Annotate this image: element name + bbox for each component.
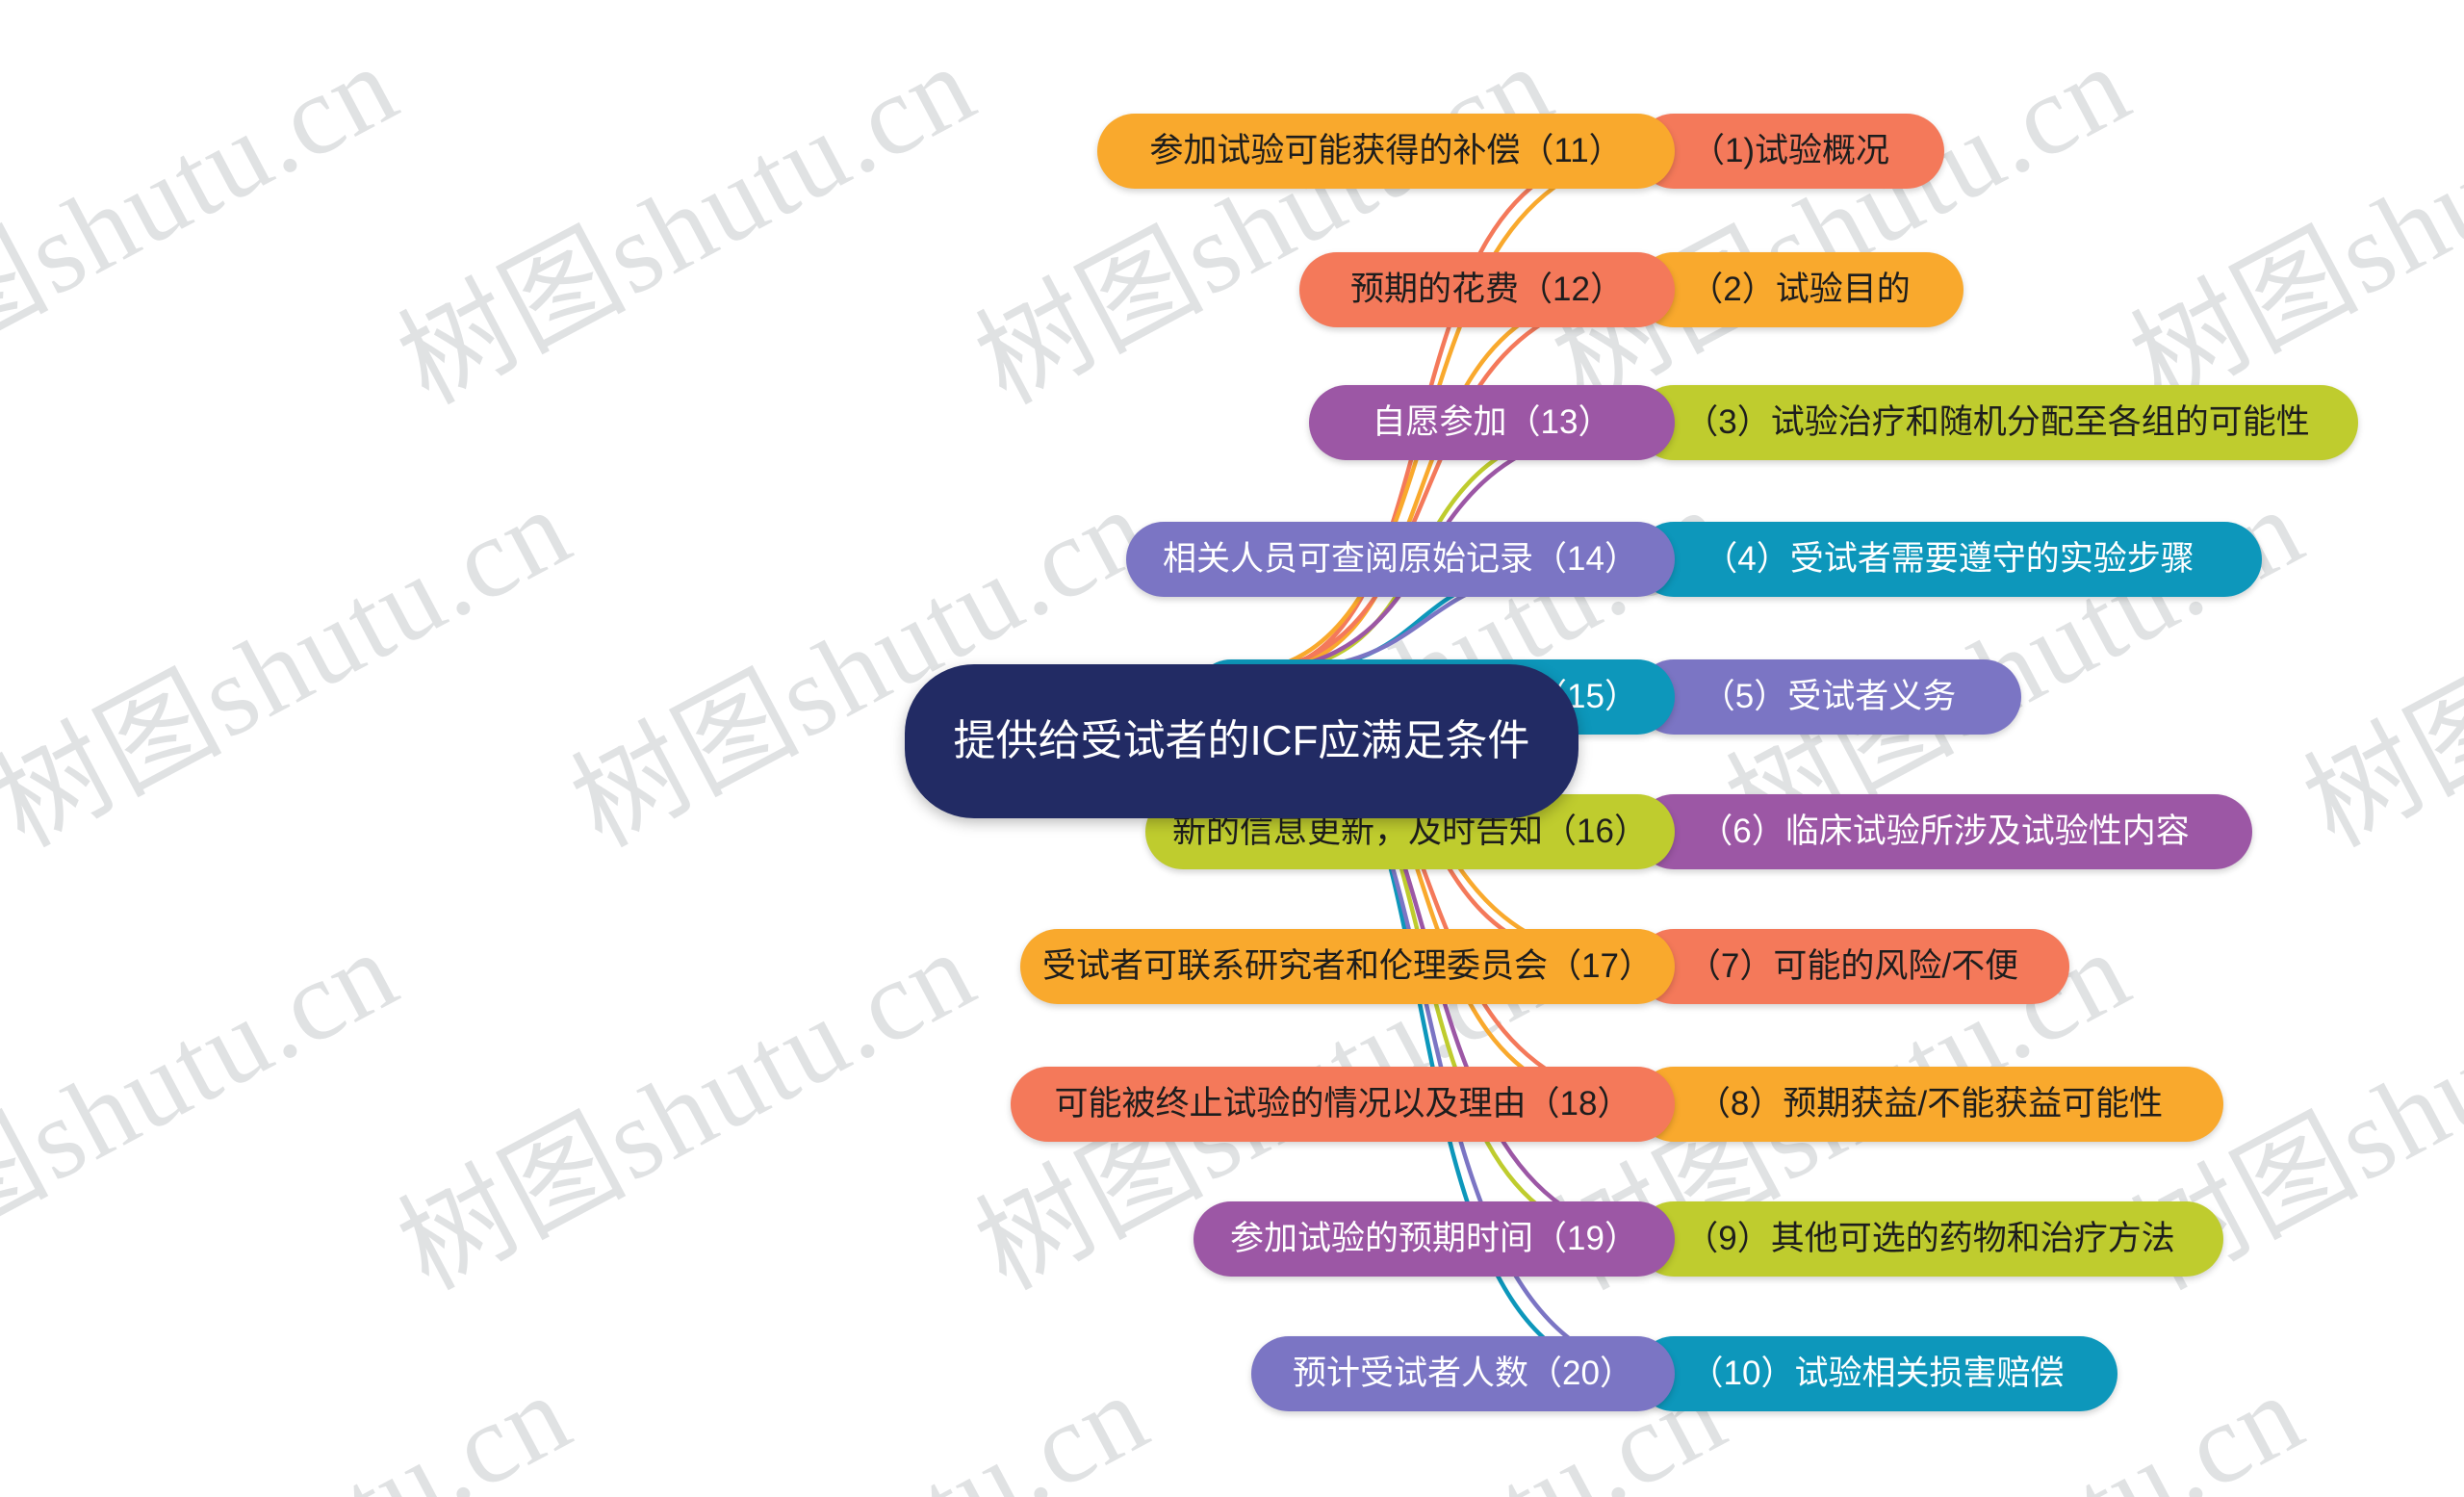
branch-node-18[interactable]: 可能被终止试验的情况以及理由（18）	[1011, 1067, 1675, 1142]
branch-node-20[interactable]: 预计受试者人数（20）	[1251, 1336, 1675, 1411]
center-node[interactable]: 提供给受试者的ICF应满足条件	[905, 664, 1578, 818]
branch-node-1[interactable]: （1)试验概况	[1636, 114, 1944, 189]
branch-node-12[interactable]: 预期的花费（12）	[1299, 252, 1675, 327]
branch-node-3[interactable]: （3）试验治疗和随机分配至各组的可能性	[1636, 385, 2358, 460]
branch-node-8[interactable]: （8）预期获益/不能获益可能性	[1636, 1067, 2223, 1142]
branch-node-14[interactable]: 相关人员可查阅原始记录（14）	[1126, 522, 1675, 597]
branch-node-7[interactable]: （7）可能的风险/不便	[1636, 929, 2069, 1004]
branch-node-11[interactable]: 参加试验可能获得的补偿（11）	[1097, 114, 1675, 189]
branch-node-6[interactable]: （6）临床试验所涉及试验性内容	[1636, 794, 2252, 869]
branch-node-2[interactable]: （2）试验目的	[1636, 252, 1964, 327]
branch-node-19[interactable]: 参加试验的预期时间（19）	[1194, 1201, 1675, 1277]
branch-node-5[interactable]: （5）受试者义务	[1636, 659, 2021, 735]
branch-node-10[interactable]: （10）试验相关损害赔偿	[1636, 1336, 2118, 1411]
branch-node-9[interactable]: （9）其他可选的药物和治疗方法	[1636, 1201, 2223, 1277]
branch-node-4[interactable]: （4）受试者需要遵守的实验步骤	[1636, 522, 2262, 597]
branch-node-13[interactable]: 自愿参加（13）	[1309, 385, 1675, 460]
branch-node-17[interactable]: 受试者可联系研究者和伦理委员会（17）	[1020, 929, 1675, 1004]
